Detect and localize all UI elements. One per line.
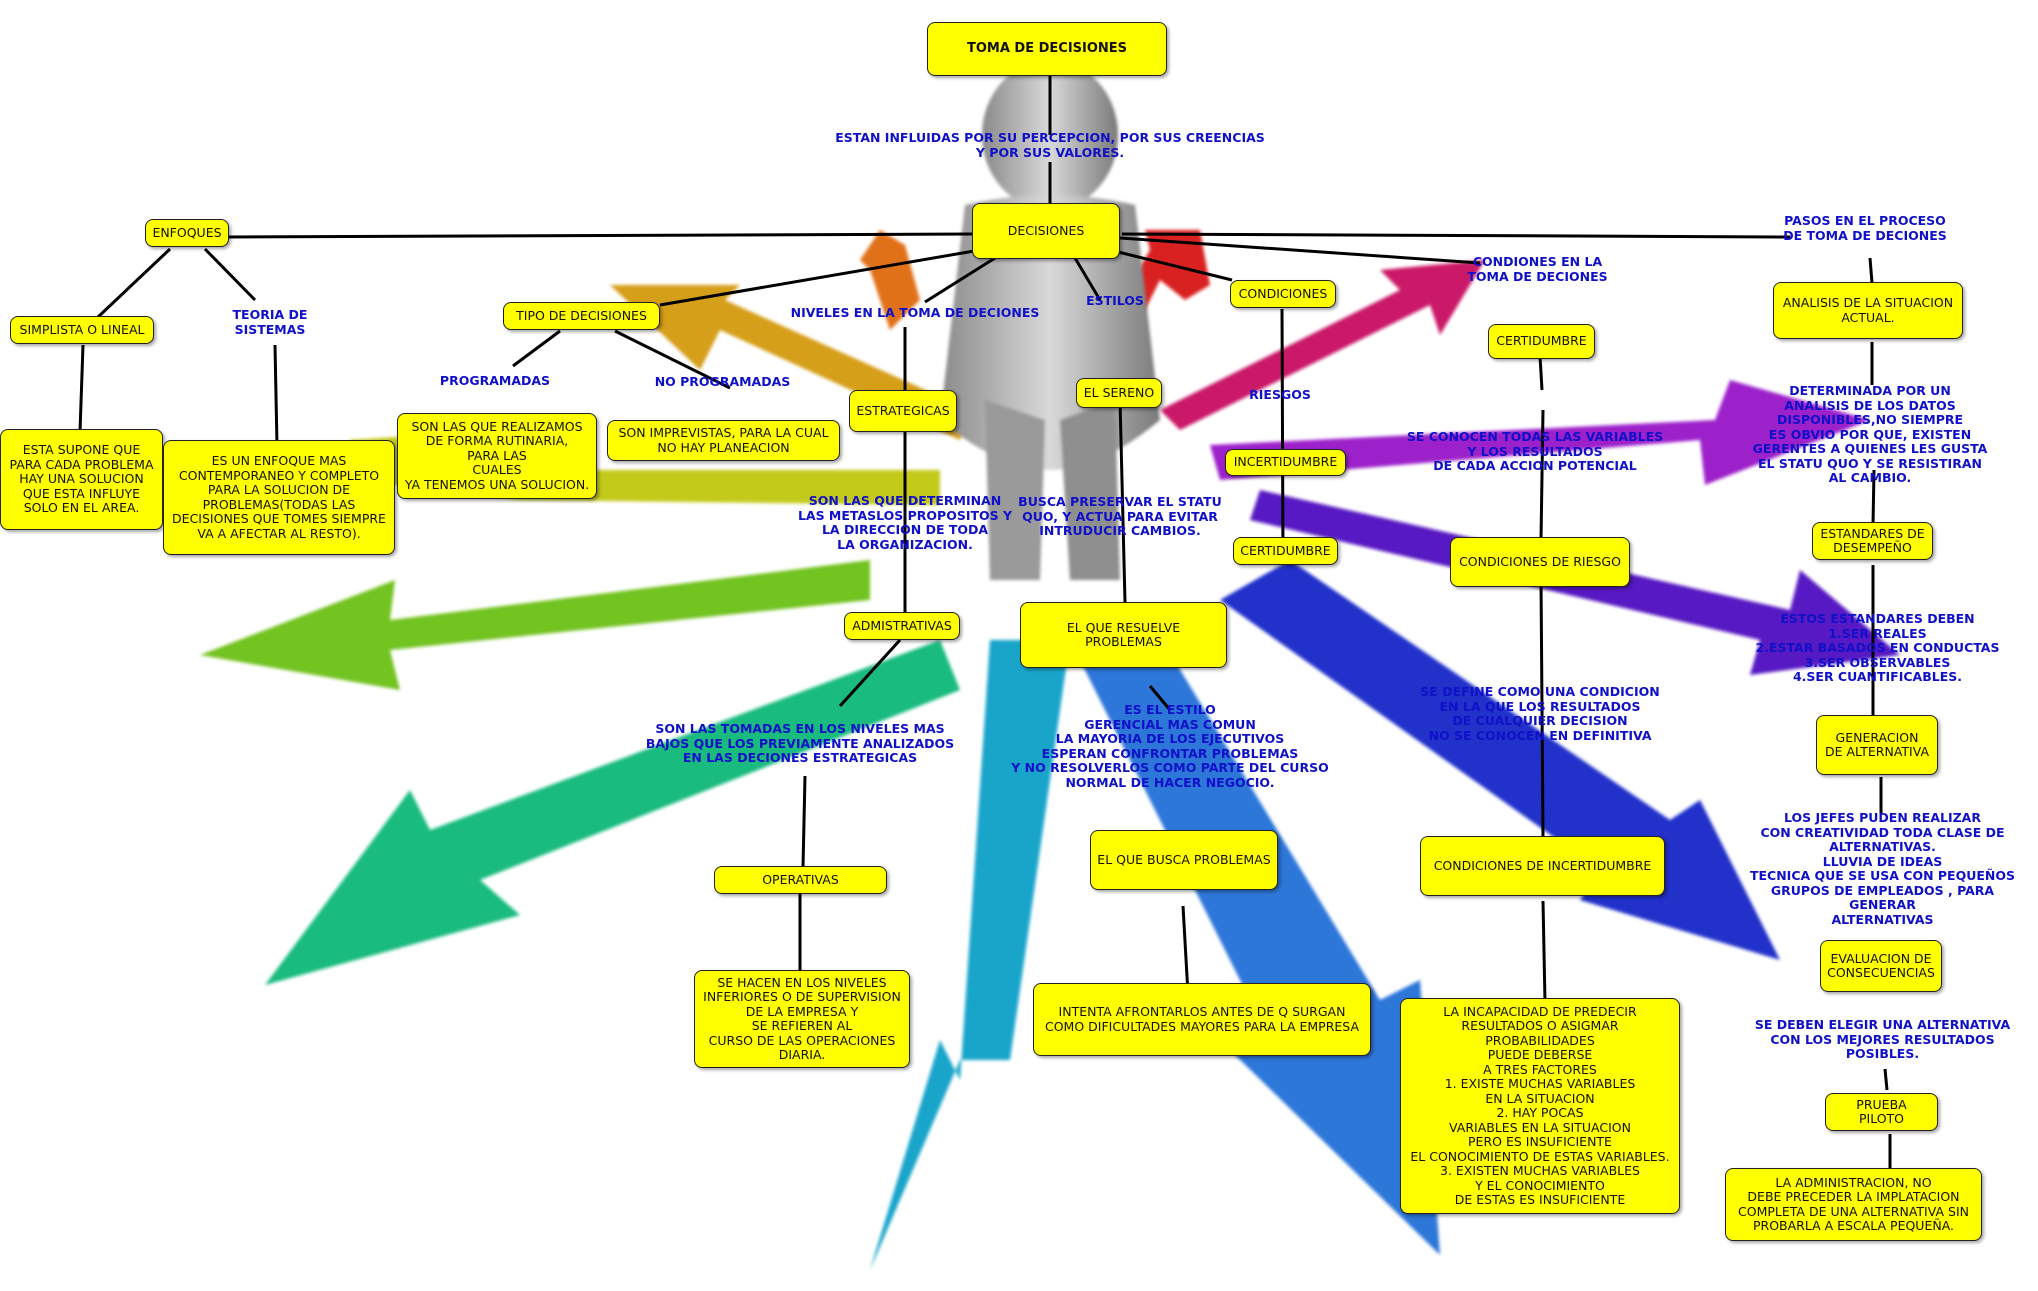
- teoria-label: TEORIA DE SISTEMAS: [232, 307, 308, 337]
- sereno-desc: BUSCA PRESERVAR EL STATU QUO, Y ACTUA PA…: [1018, 494, 1222, 538]
- certidumbre-toma-node: CERTIDUMBRE: [1488, 324, 1595, 359]
- resuelve-node: EL QUE RESUELVE PROBLEMAS: [1020, 602, 1227, 668]
- condiciones-toma-label: CONDIONES EN LA TOMA DE DECIONES: [1467, 254, 1608, 284]
- estilos-label: ESTILOS: [1086, 293, 1144, 308]
- analisis-desc: DETERMINADA POR UN ANALISIS DE LOS DATOS…: [1752, 383, 1988, 485]
- certidumbre-node: CERTIDUMBRE: [1233, 537, 1338, 565]
- diagram-title: TOMA DE DECISIONES: [927, 22, 1167, 76]
- pasos-label: PASOS EN EL PROCESO DE TOMA DE DECIONES: [1783, 213, 1947, 243]
- incertidumbre-toma-desc: LA INCAPACIDAD DE PREDECIR RESULTADOS O …: [1400, 998, 1680, 1214]
- administrativas-desc: SON LAS TOMADAS EN LOS NIVELES MAS BAJOS…: [645, 721, 955, 765]
- enfoques-node: ENFOQUES: [145, 219, 229, 247]
- estrategicas-node: ESTRATEGICAS: [849, 390, 957, 432]
- arrow-green: [200, 560, 870, 690]
- estandares-node: ESTANDARES DE DESEMPEÑO: [1812, 522, 1933, 560]
- sereno-node: EL SERENO: [1076, 378, 1162, 408]
- generacion-node: GENERACION DE ALTERNATIVA: [1816, 715, 1938, 775]
- busca-desc: INTENTA AFRONTARLOS ANTES DE Q SURGAN CO…: [1033, 983, 1371, 1056]
- piloto-desc: LA ADMINISTRACION, NO DEBE PRECEDER LA I…: [1725, 1168, 1982, 1241]
- arrow-teal: [265, 640, 960, 985]
- tipo-node: TIPO DE DECISIONES: [503, 302, 660, 330]
- piloto-node: PRUEBA PILOTO: [1825, 1093, 1938, 1131]
- riesgo-node: CONDICIONES DE RIESGO: [1450, 537, 1630, 587]
- simplista-node: SIMPLISTA O LINEAL: [10, 316, 154, 344]
- incertidumbre-toma-node: CONDICIONES DE INCERTIDUMBRE: [1420, 836, 1665, 896]
- resuelve-desc: ES EL ESTILO GERENCIAL MAS COMUN LA MAYO…: [1011, 702, 1329, 790]
- arrow-orange: [860, 230, 920, 330]
- estandares-desc: ESTOS ESTANDARES DEBEN 1.SER REALES 2.ES…: [1755, 611, 2000, 684]
- estrategicas-desc: SON LAS QUE DETERMINAN LAS METASLOS PROP…: [797, 493, 1013, 552]
- analisis-node: ANALISIS DE LA SITUACION ACTUAL.: [1773, 282, 1963, 339]
- administrativas-node: ADMISTRATIVAS: [844, 612, 960, 640]
- niveles-label: NIVELES EN LA TOMA DE DECIONES: [790, 305, 1040, 320]
- connector-lines: [78, 74, 1892, 1170]
- arrow-cyan: [870, 640, 1070, 1270]
- incertidumbre-node: INCERTIDUMBRE: [1225, 449, 1346, 476]
- operativas-node: OPERATIVAS: [714, 866, 887, 894]
- no-programadas-label: NO PROGRAMADAS: [654, 374, 791, 389]
- center-note: ESTAN INFLUIDAS POR SU PERCEPCION, POR S…: [835, 130, 1265, 160]
- evaluacion-node: EVALUACION DE CONSECUENCIAS: [1820, 940, 1942, 992]
- riesgo-desc: SE DEFINE COMO UNA CONDICION EN LA QUE L…: [1420, 684, 1660, 743]
- teoria-desc: ES UN ENFOQUE MAS CONTEMPORANEO Y COMPLE…: [163, 440, 395, 555]
- arrow-purple: [1210, 380, 1870, 485]
- simplista-desc: ESTA SUPONE QUE PARA CADA PROBLEMA HAY U…: [0, 429, 163, 530]
- arrow-magenta: [1160, 260, 1485, 430]
- busca-node: EL QUE BUSCA PROBLEMAS: [1090, 830, 1278, 890]
- certidumbre-toma-desc: SE CONOCEN TODAS LAS VARIABLES Y LOS RES…: [1406, 429, 1664, 473]
- riesgos-label: RIESGOS: [1249, 387, 1311, 402]
- decisiones-node: DECISIONES: [972, 203, 1120, 259]
- operativas-desc: SE HACEN EN LOS NIVELES INFERIORES O DE …: [694, 970, 910, 1068]
- condiciones-node: CONDICIONES: [1230, 280, 1336, 308]
- programadas-desc: SON LAS QUE REALIZAMOS DE FORMA RUTINARI…: [397, 413, 597, 499]
- programadas-label: PROGRAMADAS: [439, 373, 551, 388]
- generacion-desc: LOS JEFES PUDEN REALIZAR CON CREATIVIDAD…: [1749, 810, 2015, 927]
- no-programadas-desc: SON IMPREVISTAS, PARA LA CUAL NO HAY PLA…: [607, 420, 840, 461]
- evaluacion-desc: SE DEBEN ELEGIR UNA ALTERNATIVA CON LOS …: [1754, 1017, 2011, 1061]
- arrow-blue: [1070, 620, 1440, 1255]
